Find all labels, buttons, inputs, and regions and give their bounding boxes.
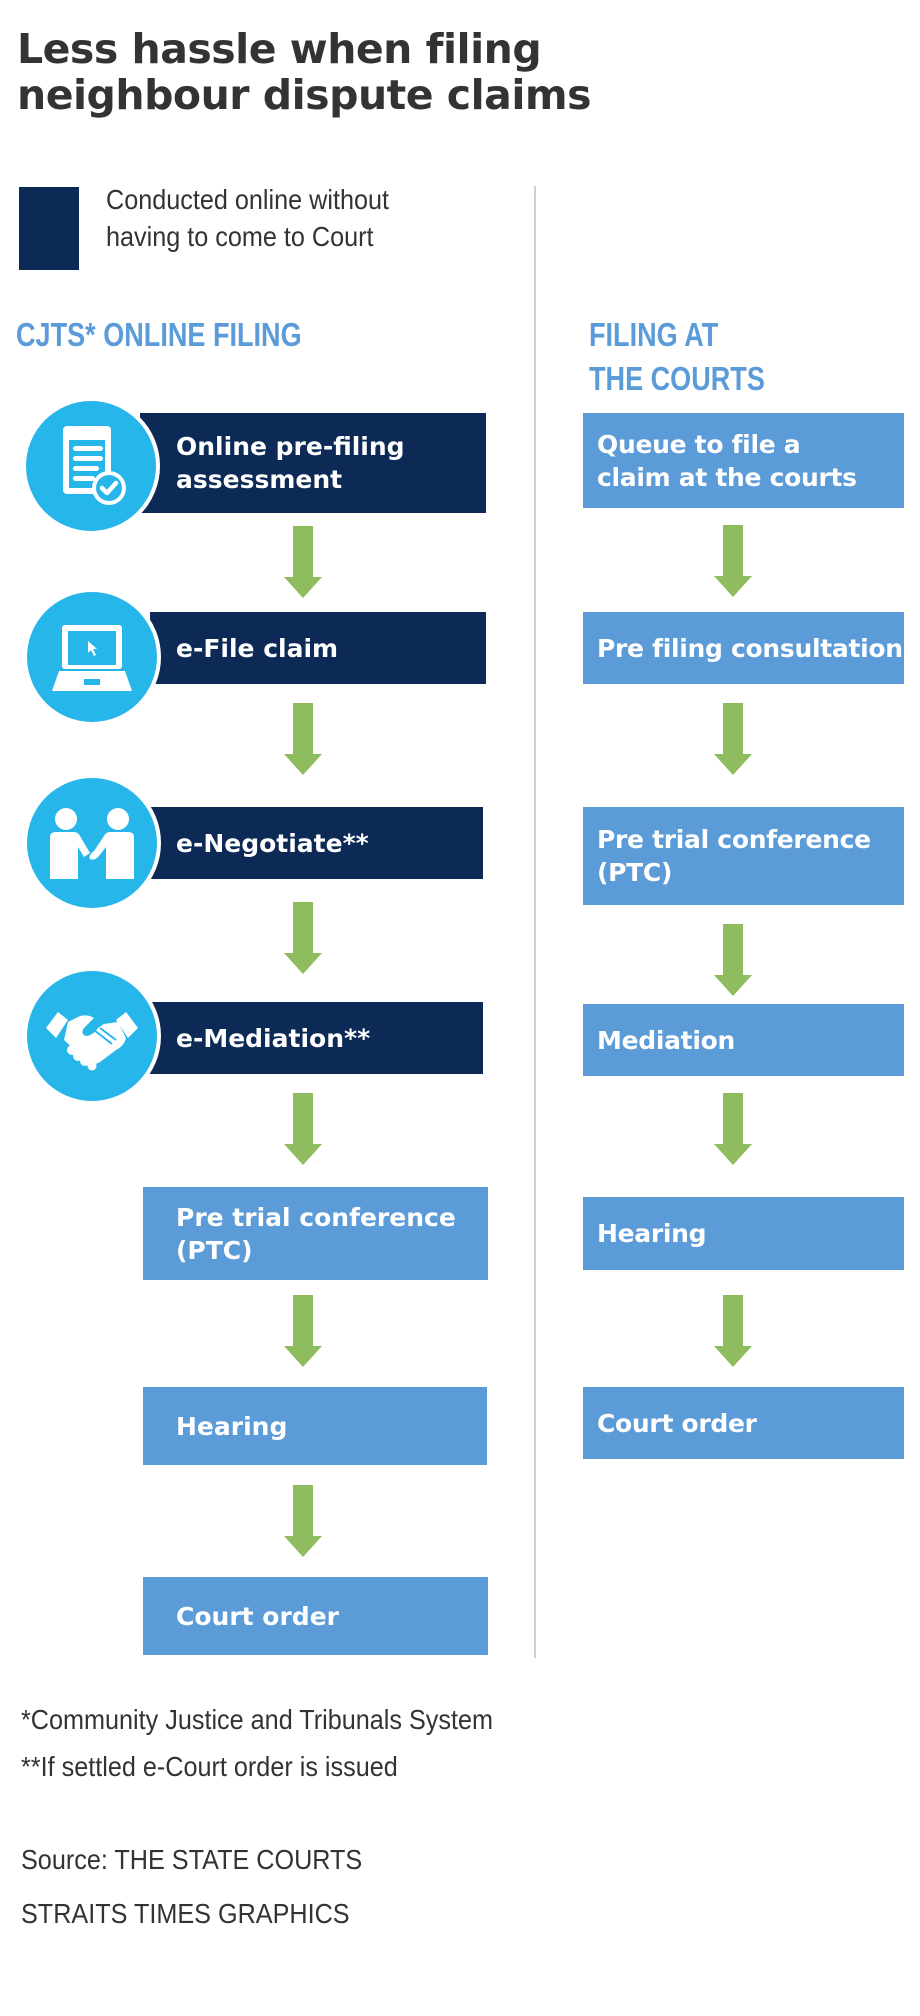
document-check-icon <box>63 426 126 505</box>
right-step-court-order: Court order <box>583 1387 904 1459</box>
page-title: Less hassle when filing neighbour disput… <box>17 25 592 119</box>
left-step-hearing: Hearing <box>143 1387 487 1465</box>
step-label: Online pre-filing assessment <box>176 432 405 494</box>
title-line-2: neighbour dispute claims <box>17 71 592 119</box>
step-label: Pre trial conference (PTC) <box>597 825 871 887</box>
people-handshake-icon-circle <box>27 778 157 908</box>
step-label: e-File claim <box>176 633 339 663</box>
legend-line-1: Conducted online without <box>106 184 390 215</box>
legend-swatch <box>19 187 79 270</box>
left-column-heading: CJTS* ONLINE FILING <box>16 313 302 357</box>
flow-arrow <box>714 525 752 597</box>
flow-arrow <box>714 924 752 996</box>
step-label: Mediation <box>597 1025 735 1055</box>
flow-arrow <box>284 902 322 974</box>
flow-arrow <box>714 1093 752 1165</box>
flow-arrow <box>284 703 322 775</box>
left-step-pre-trial-conference: Pre trial conference (PTC) <box>143 1187 488 1280</box>
people-handshake-icon <box>50 808 134 879</box>
left-step-online-pre-filing-assessment: Online pre-filing assessment <box>140 413 486 513</box>
legend-line-2: having to come to Court <box>106 221 374 252</box>
flow-arrow <box>714 1295 752 1367</box>
left-step-e-negotiate: e-Negotiate** <box>150 807 483 879</box>
handshake-icon-circle <box>27 971 157 1101</box>
right-heading-line-1: FILING AT <box>589 316 719 353</box>
right-step-pre-filing-consultation: Pre filing consultation <box>583 612 904 684</box>
right-heading-line-2: THE COURTS <box>589 360 765 397</box>
right-step-mediation: Mediation <box>583 1004 904 1076</box>
step-label: Court order <box>176 1601 339 1631</box>
source-line: Source: THE STATE COURTS <box>21 1844 363 1875</box>
step-label: Hearing <box>176 1411 288 1441</box>
left-heading-text: CJTS* ONLINE FILING <box>16 316 302 353</box>
handshake-icon <box>46 1012 138 1071</box>
step-label: Hearing <box>597 1219 707 1248</box>
flow-arrow <box>284 1093 322 1165</box>
step-label: Queue to file a claim at the courts <box>597 429 857 492</box>
flow-arrow <box>284 1295 322 1367</box>
right-step-queue-to-file: Queue to file a claim at the courts <box>583 413 904 508</box>
step-label: Pre trial conference (PTC) <box>176 1202 456 1265</box>
flow-arrow <box>284 1485 322 1557</box>
column-divider <box>534 186 536 1658</box>
right-column-heading: FILING AT THE COURTS <box>589 313 765 401</box>
flow-arrow <box>714 703 752 775</box>
laptop-cursor-icon <box>52 625 132 691</box>
footnote-cjts: *Community Justice and Tribunals System <box>21 1704 493 1735</box>
step-label: Court order <box>597 1408 757 1438</box>
right-step-hearing: Hearing <box>583 1197 904 1270</box>
credit-line: STRAITS TIMES GRAPHICS <box>21 1898 350 1929</box>
left-step-court-order: Court order <box>143 1577 488 1655</box>
left-step-e-mediation: e-Mediation** <box>150 1002 483 1074</box>
left-step-e-file-claim: e-File claim <box>150 612 486 684</box>
step-label: e-Mediation** <box>176 1023 371 1053</box>
laptop-cursor-icon-circle <box>27 592 157 722</box>
flow-arrow <box>284 526 322 598</box>
document-check-icon-circle <box>26 401 156 531</box>
right-step-pre-trial-conference: Pre trial conference (PTC) <box>583 807 904 905</box>
footnote-settled: **If settled e-Court order is issued <box>21 1751 398 1782</box>
legend-text: Conducted online without having to come … <box>106 181 389 255</box>
title-line-1: Less hassle when filing <box>17 25 542 73</box>
step-label: e-Negotiate** <box>176 828 369 858</box>
step-label: Pre filing consultation <box>597 633 903 663</box>
